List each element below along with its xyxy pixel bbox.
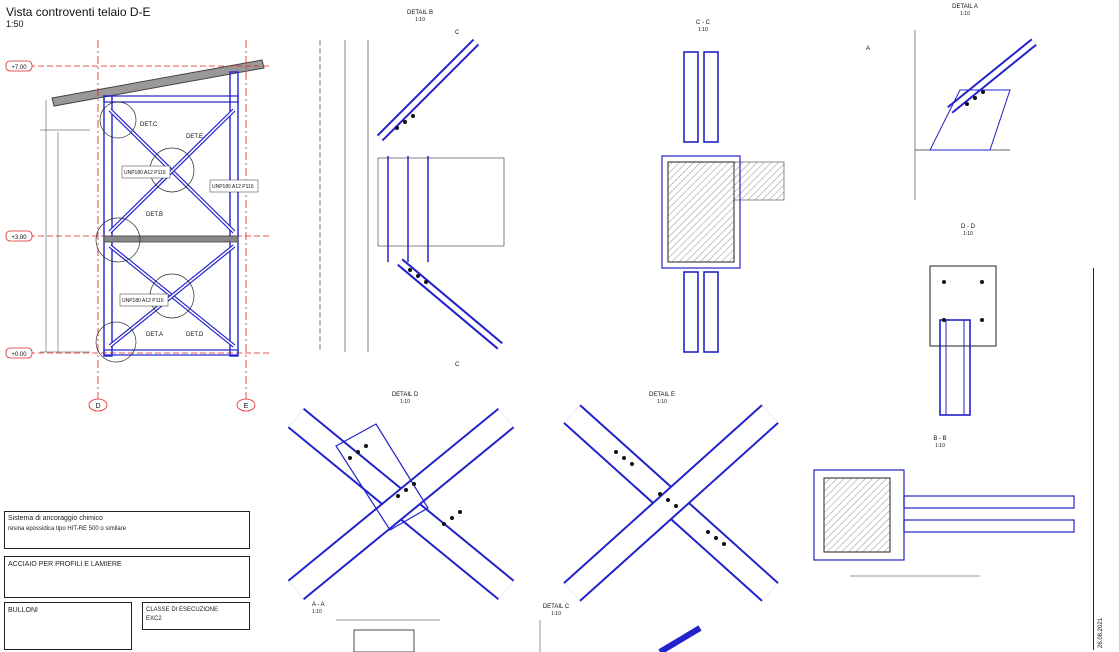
label-det-b: DET.B <box>146 212 163 218</box>
beam-mid <box>103 235 239 243</box>
section-dd-title: D - D <box>961 224 976 230</box>
section-cc-channel-bot-r <box>703 271 719 353</box>
anchor-notes-title: Sistema di ancoraggio chimico <box>8 515 103 522</box>
section-cc-concrete <box>667 161 735 263</box>
detail-a-view: DETAIL A 1:10 A <box>866 4 1037 200</box>
axis-bubble-e: E <box>236 398 256 412</box>
section-cc-channel-bot-l <box>683 271 699 353</box>
anchor-notes-line-1: resina epossidica tipo HIT-RE 500 o simi… <box>8 526 127 532</box>
roof-slab <box>51 59 265 107</box>
detail-e-scale: 1:10 <box>657 399 667 405</box>
column-right <box>229 71 239 357</box>
detail-c-view: DETAIL C 1:10 <box>539 604 702 652</box>
label-det-e: DET.E <box>186 134 203 140</box>
beam-top <box>103 95 239 103</box>
section-bb-concrete <box>823 477 891 553</box>
axis-bubble-d: D <box>88 398 108 412</box>
drawing-title: Vista controventi telaio D-E <box>6 5 151 19</box>
section-aa-title: A - A <box>312 602 325 608</box>
drawing-scale: 1:50 <box>6 19 24 29</box>
detail-e-title: DETAIL E <box>649 392 675 398</box>
level-tag-mid: +3.00 <box>5 230 33 242</box>
level-label: +3.00 <box>11 235 27 241</box>
level-label: +7.00 <box>11 65 27 71</box>
steel-notes-title: ACCIAIO PER PROFILI E LAMIERE <box>8 561 122 568</box>
detail-c-title: DETAIL C <box>543 604 570 610</box>
level-tag-top: +7.00 <box>5 60 33 72</box>
bolts-notes-box: BULLONI <box>4 602 132 650</box>
anchor-notes-box: Sistema di ancoraggio chimico resina epo… <box>4 511 250 549</box>
detail-a-scale: 1:10 <box>960 11 970 17</box>
class-notes-box: CLASSE DI ESECUZIONE EXC2 <box>142 602 250 630</box>
bolts-notes-title: BULLONI <box>8 607 38 614</box>
section-bb-channel-bot <box>903 519 1075 533</box>
label-det-d: DET.D <box>186 332 204 338</box>
level-label: +0.00 <box>11 352 27 358</box>
section-cc-scale: 1:10 <box>698 27 708 33</box>
svg-text:C: C <box>455 362 460 368</box>
section-cc-channel-top-l <box>683 51 699 143</box>
detail-circle-a <box>95 321 137 363</box>
svg-text:D: D <box>95 403 100 410</box>
label-det-a: DET.A <box>146 332 163 338</box>
elevation-view: +7.00 +3.00 +0.00 D E <box>5 40 270 412</box>
detail-circle-b <box>95 217 141 263</box>
detail-e-view: DETAIL E 1:10 <box>563 392 779 602</box>
svg-text:A: A <box>866 46 870 52</box>
class-notes-title: CLASSE DI ESECUZIONE <box>146 607 219 613</box>
title-block-date: 26.08.2021 <box>1098 617 1104 648</box>
detail-a-title: DETAIL A <box>952 4 978 10</box>
section-dd-channel <box>939 319 971 416</box>
section-dd-view: D - D 1:10 <box>929 224 997 416</box>
steel-notes-box: ACCIAIO PER PROFILI E LAMIERE <box>4 556 250 598</box>
section-dd-plate <box>929 265 997 347</box>
detail-d-view: DETAIL D 1:10 <box>287 392 515 601</box>
detail-b-column <box>377 157 505 247</box>
detail-c-scale: 1:10 <box>551 611 561 617</box>
section-bb-title: B - B <box>933 436 946 442</box>
svg-text:C: C <box>455 30 460 36</box>
section-aa-scale: 1:10 <box>312 609 322 615</box>
detail-b-scale: 1:10 <box>415 17 425 23</box>
section-cc-view: C - C 1:10 <box>661 20 785 353</box>
section-cc-channel-top-r <box>703 51 719 143</box>
detail-b-title: DETAIL B <box>407 10 433 16</box>
section-bb-view: B - B 1:10 <box>813 436 1075 577</box>
section-dd-scale: 1:10 <box>963 231 973 237</box>
class-notes-line-1: EXC2 <box>146 616 162 622</box>
detail-d-title: DETAIL D <box>392 392 419 398</box>
section-cc-title: C - C <box>696 20 711 26</box>
label-upn-3: UNP180 A12 P116 <box>122 298 164 304</box>
beam-base <box>103 349 239 356</box>
detail-b-view: DETAIL B 1:10 C C <box>319 10 505 368</box>
section-bb-channel-top <box>903 495 1075 509</box>
label-upn-1: UNP180 A12 P116 <box>124 170 166 176</box>
label-upn-2: UNP180 A12 P116 <box>212 184 254 190</box>
section-aa-view: A - A 1:10 <box>312 602 440 652</box>
detail-circle-c <box>99 101 137 139</box>
svg-text:E: E <box>244 403 249 410</box>
label-det-c: DET.C <box>140 122 158 128</box>
title-block: 26.08.2021 <box>1093 268 1118 650</box>
detail-d-scale: 1:10 <box>400 399 410 405</box>
section-bb-scale: 1:10 <box>935 443 945 449</box>
level-tag-base: +0.00 <box>5 347 33 359</box>
